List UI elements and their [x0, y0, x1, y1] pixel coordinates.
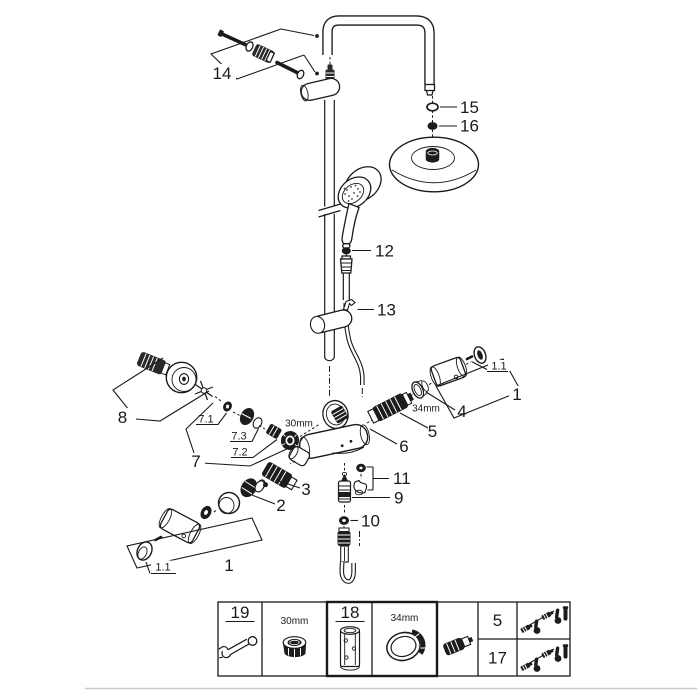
union-sleeve-1-left [136, 508, 202, 561]
hose-lower [337, 526, 360, 584]
callout-4-label: 4 [457, 402, 466, 421]
screws-and-grease-icon [519, 643, 569, 673]
glide-bracket-13 [309, 298, 356, 334]
dome-cap [217, 491, 241, 515]
legend-row-17: 17 [488, 643, 569, 673]
union-sleeve-1-right [429, 346, 487, 387]
callout-13-label: 13 [377, 301, 396, 320]
callout-3-label: 3 [301, 480, 310, 499]
callout-7-1-label: 7.1 [198, 414, 213, 426]
legend-cell-34mm: 34mm [386, 613, 426, 662]
head-shower [388, 136, 480, 193]
legend-cell-18: 18 [335, 603, 365, 671]
callout-7-label: 7 [191, 452, 200, 471]
callout-7-group: 7.1 7.3 7.2 7 [185, 402, 292, 471]
washer-left [200, 505, 212, 520]
ring-nut-icon [386, 629, 426, 662]
callout-12: 12 [352, 242, 394, 261]
cartridge-2 [240, 478, 268, 498]
check-valve-9 [337, 471, 352, 503]
nut-30mm [280, 424, 320, 450]
diverter-part-5 [367, 391, 414, 424]
shower-arm [322, 15, 436, 96]
callout-11: 11 [366, 466, 411, 491]
clip-parts-7 [194, 380, 282, 439]
callout-16-label: 16 [460, 117, 479, 136]
washer-10 [339, 516, 349, 525]
callout-11-label: 11 [393, 469, 411, 488]
callout-9-label: 9 [394, 489, 403, 508]
legend-cell-cartridge [443, 635, 474, 656]
callout-14-label: 14 [213, 64, 232, 83]
washer-12 [341, 247, 351, 255]
hose-upper-connector [339, 254, 353, 300]
hex-nut-icon [282, 636, 307, 658]
callout-15: 15 [440, 98, 479, 117]
callout-3: 3 [275, 479, 311, 499]
callout-2: 2 [251, 494, 286, 515]
legend-19-label: 19 [231, 603, 250, 622]
legend-table: 19 30mm 18 [217, 600, 571, 678]
legend-5-label: 5 [493, 611, 502, 630]
callout-7-2-label: 7.2 [232, 447, 247, 459]
callout-13: 13 [357, 301, 396, 320]
callout-9: 9 [352, 489, 403, 508]
washer-and-elbow-11 [353, 463, 368, 496]
callout-4: 4 [425, 391, 467, 421]
legend-cell-30mm: 30mm [281, 616, 309, 658]
size-34mm-label: 34mm [412, 404, 440, 415]
riser-rail [318, 100, 341, 362]
washer-16 [427, 122, 438, 130]
callout-14: 14 [209, 64, 236, 83]
hand-shower [337, 166, 382, 249]
size-30mm-label: 30mm [285, 419, 313, 430]
callout-8-label: 8 [118, 408, 127, 427]
open-end-wrench-icon [218, 636, 258, 659]
legend-34mm-label: 34mm [391, 613, 419, 624]
washer-15 [426, 102, 439, 112]
cartridge-icon [443, 635, 474, 656]
mixer-body-6 [288, 399, 370, 467]
callout-16: 16 [439, 117, 479, 136]
callout-1-left: 1.1 1 [126, 517, 263, 575]
legend-18-label: 18 [341, 603, 360, 622]
callout-7-3-label: 7.3 [231, 431, 246, 443]
callout-10-label: 10 [361, 512, 380, 531]
callout-6: 6 [369, 428, 409, 456]
rail-top-junction [299, 64, 341, 102]
callout-1-right: 1.1 1 [435, 358, 526, 419]
callout-15-label: 15 [460, 98, 479, 117]
retainer-clip-7-1 [194, 380, 214, 401]
callout-10: 10 [350, 512, 380, 531]
handle-knob-8 [137, 352, 198, 394]
ring-nut-4 [411, 380, 429, 399]
callout-5-label: 5 [428, 422, 437, 441]
screw-set-14 [209, 28, 319, 80]
callout-1-right-label: 1 [512, 385, 521, 404]
legend-17-label: 17 [488, 649, 507, 668]
legend-row-5: 5 [493, 605, 569, 635]
callout-12-label: 12 [375, 242, 394, 261]
callout-8: 8 [112, 357, 210, 427]
screws-and-grease-icon [519, 605, 569, 635]
socket-tool-icon [339, 626, 361, 671]
callout-1-1-left-label: 1.1 [155, 562, 170, 574]
callout-5: 5 [399, 412, 437, 441]
legend-cell-19: 19 [218, 603, 258, 659]
callout-2-label: 2 [276, 496, 285, 515]
legend-30mm-label: 30mm [281, 616, 309, 627]
callout-1-left-label: 1 [224, 556, 233, 575]
callout-1-1-right-label: 1.1 [491, 361, 506, 373]
callout-6-label: 6 [399, 437, 408, 456]
